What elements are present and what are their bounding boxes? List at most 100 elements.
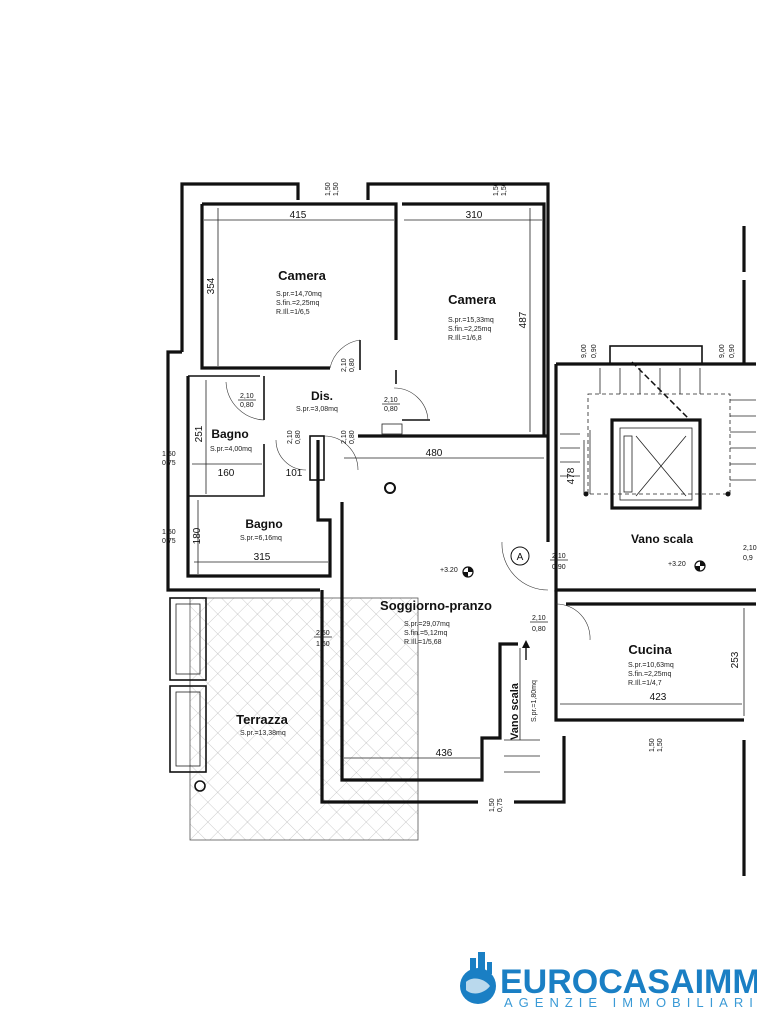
svg-text:S.pr.=1,80mq: S.pr.=1,80mq <box>531 680 538 722</box>
window-labels: 1,50 1,50 1,50 1,50 1,50 0,75 1,50 0,75 … <box>162 182 736 812</box>
svg-text:2,10: 2,10 <box>532 615 546 622</box>
elevation-marker-2: +3.20 <box>668 560 706 572</box>
exterior-walls <box>166 182 566 804</box>
svg-text:1,50: 1,50 <box>489 798 496 812</box>
svg-text:478: 478 <box>566 467 577 484</box>
svg-text:0,80: 0,80 <box>295 430 302 444</box>
door-swings <box>225 339 591 641</box>
svg-text:Terrazza: Terrazza <box>236 712 289 727</box>
svg-text:1,50: 1,50 <box>649 738 656 752</box>
svg-text:2,10: 2,10 <box>341 358 348 372</box>
svg-text:S.pr.=15,33mq: S.pr.=15,33mq <box>448 317 494 324</box>
svg-text:0,75: 0,75 <box>497 798 504 812</box>
svg-text:Bagno: Bagno <box>211 427 248 441</box>
svg-text:S.pr.=6,16mq: S.pr.=6,16mq <box>240 535 282 542</box>
room-bagno-1: Bagno S.pr.=4,00mq <box>210 427 252 453</box>
svg-text:S.pr.=4,00mq: S.pr.=4,00mq <box>210 446 252 453</box>
svg-text:S.fin.=2,25mq: S.fin.=2,25mq <box>276 300 319 307</box>
svg-text:Vano scala: Vano scala <box>631 532 693 546</box>
svg-text:2,10: 2,10 <box>341 430 348 444</box>
room-camera-2: Camera S.pr.=15,33mq S.fin.=2,25mq R.Ill… <box>448 292 497 342</box>
svg-text:1,50: 1,50 <box>325 182 332 196</box>
svg-text:S.fin.=2,25mq: S.fin.=2,25mq <box>448 326 491 333</box>
room-camera-1: Camera S.pr.=14,70mq S.fin.=2,25mq R.Ill… <box>276 268 327 316</box>
elevator-icon <box>610 418 702 510</box>
svg-text:1,50: 1,50 <box>493 182 500 196</box>
room-disimpegno: Dis. S.pr.=3,08mq <box>296 389 338 413</box>
svg-text:1,50: 1,50 <box>333 182 340 196</box>
svg-text:S.fin.=2,25mq: S.fin.=2,25mq <box>628 671 671 678</box>
svg-text:0,9: 0,9 <box>743 555 753 562</box>
svg-text:Soggiorno-pranzo: Soggiorno-pranzo <box>380 598 492 613</box>
room-bagno-2: Bagno S.pr.=6,16mq <box>240 517 283 542</box>
svg-text:R.Ill.=1/6,8: R.Ill.=1/6,8 <box>448 335 482 342</box>
svg-text:0,90: 0,90 <box>552 564 566 571</box>
svg-text:0,75: 0,75 <box>162 538 176 545</box>
svg-text:9,00: 9,00 <box>719 344 726 358</box>
eurocasa-logo: EUROCASAIMM AGENZIE IMMOBILIARI <box>460 952 757 1010</box>
dimension-lines <box>192 208 745 759</box>
svg-text:253: 253 <box>730 651 741 668</box>
svg-text:415: 415 <box>290 210 307 221</box>
svg-text:+3.20: +3.20 <box>668 561 686 568</box>
svg-text:487: 487 <box>518 311 529 328</box>
ceiling-light-icon <box>384 482 396 494</box>
svg-text:Camera: Camera <box>278 268 326 283</box>
svg-text:2,50: 2,50 <box>316 630 330 637</box>
room-terrazza: Terrazza S.pr.=13,38mq <box>236 712 289 737</box>
svg-text:1,50: 1,50 <box>501 182 508 196</box>
svg-text:Cucina: Cucina <box>628 642 672 657</box>
svg-text:0,90: 0,90 <box>729 344 736 358</box>
svg-text:315: 315 <box>254 552 271 563</box>
svg-text:0,80: 0,80 <box>240 402 254 409</box>
door-labels: 2,10 0,80 2,10 0,80 2,10 0,80 2,10 0,80 … <box>238 358 757 648</box>
svg-text:160: 160 <box>218 468 235 479</box>
svg-text:2,10: 2,10 <box>552 553 566 560</box>
svg-text:Bagno: Bagno <box>245 517 282 531</box>
svg-text:310: 310 <box>466 210 483 221</box>
svg-text:S.pr.=13,38mq: S.pr.=13,38mq <box>240 730 286 737</box>
room-vano-scala: Vano scala <box>631 532 693 546</box>
drain-icon <box>194 780 206 792</box>
svg-text:2,10: 2,10 <box>384 397 398 404</box>
svg-text:354: 354 <box>206 277 217 294</box>
globe-skyline-icon <box>460 952 496 1004</box>
svg-text:1,50: 1,50 <box>162 451 176 458</box>
svg-text:Camera: Camera <box>448 292 496 307</box>
svg-text:436: 436 <box>436 748 453 759</box>
elevation-marker-1: +3.20 <box>440 566 474 578</box>
svg-text:2,10: 2,10 <box>287 430 294 444</box>
svg-text:0,75: 0,75 <box>162 460 176 467</box>
svg-text:1,60: 1,60 <box>316 641 330 648</box>
svg-text:R.Ill.=1/5,68: R.Ill.=1/5,68 <box>404 639 442 646</box>
stairwell <box>554 345 756 592</box>
room-vano-scala-small: Vano scala S.pr.=1,80mq <box>509 680 538 740</box>
svg-text:423: 423 <box>650 692 667 703</box>
svg-text:0,80: 0,80 <box>532 626 546 633</box>
svg-text:2,10: 2,10 <box>743 545 757 552</box>
interior-walls <box>186 202 756 722</box>
svg-text:0,80: 0,80 <box>384 406 398 413</box>
room-cucina: Cucina S.pr.=10,63mq S.fin.=2,25mq R.Ill… <box>628 642 674 687</box>
svg-text:AGENZIE IMMOBILIARI: AGENZIE IMMOBILIARI <box>504 995 757 1010</box>
svg-text:0,90: 0,90 <box>591 344 598 358</box>
dimension-labels: 415 310 354 487 480 251 160 101 180 315 … <box>192 210 741 759</box>
svg-text:2,10: 2,10 <box>240 393 254 400</box>
svg-text:Dis.: Dis. <box>311 389 333 403</box>
svg-text:S.pr.=3,08mq: S.pr.=3,08mq <box>296 406 338 413</box>
room-soggiorno-pranzo: Soggiorno-pranzo S.pr.=29,07mq S.fin.=5,… <box>380 598 492 646</box>
svg-text:0,80: 0,80 <box>349 358 356 372</box>
svg-text:S.fin.=5,12mq: S.fin.=5,12mq <box>404 630 447 637</box>
svg-text:101: 101 <box>286 468 303 479</box>
svg-text:R.Ill.=1/4,7: R.Ill.=1/4,7 <box>628 680 662 687</box>
svg-text:9,00: 9,00 <box>581 344 588 358</box>
small-stair <box>504 640 540 773</box>
svg-text:1,50: 1,50 <box>162 529 176 536</box>
svg-text:180: 180 <box>192 527 203 544</box>
svg-text:A: A <box>517 552 524 563</box>
svg-text:S.pr.=14,70mq: S.pr.=14,70mq <box>276 291 322 298</box>
svg-text:Vano scala: Vano scala <box>509 682 521 740</box>
section-marker-a: A <box>510 546 530 566</box>
svg-text:251: 251 <box>194 425 205 442</box>
